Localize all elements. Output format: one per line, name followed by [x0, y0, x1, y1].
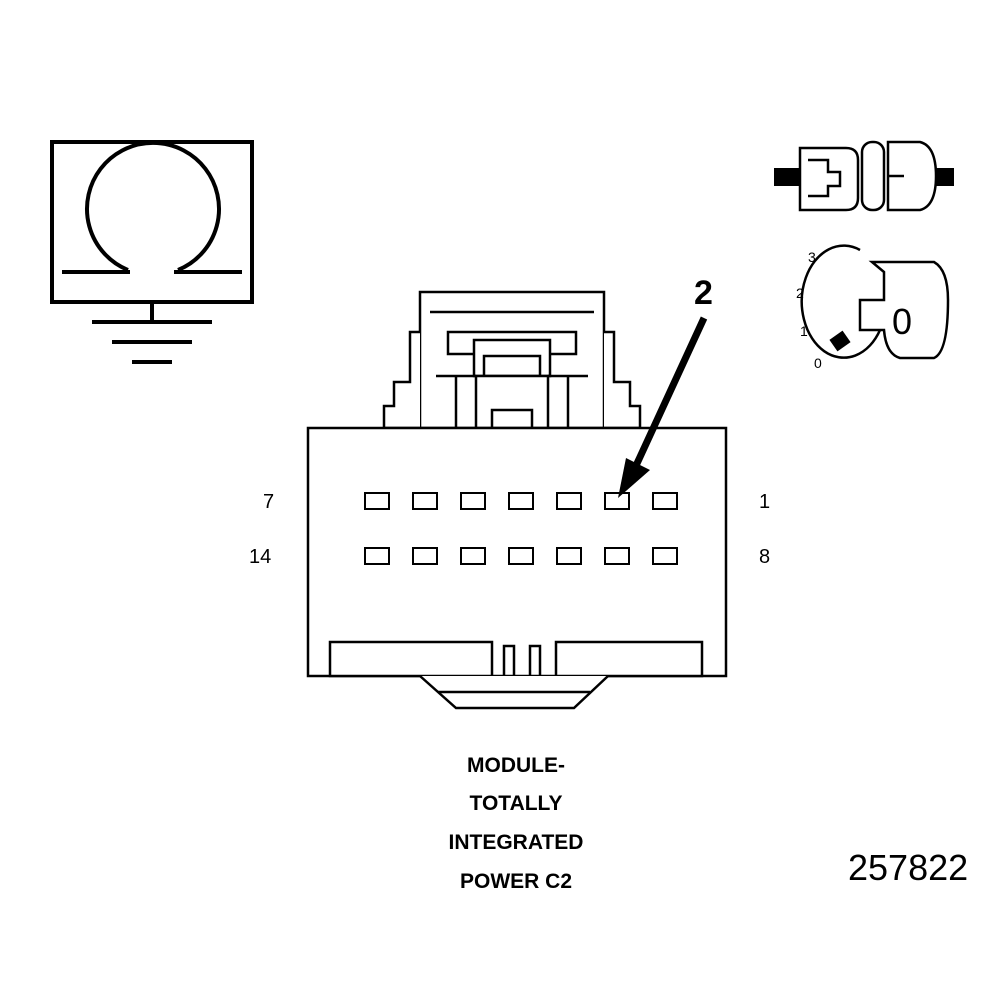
key-position-0: 0	[814, 355, 822, 371]
pin-cavity	[364, 492, 390, 510]
figure-code: 257822	[848, 847, 968, 888]
pin-cavity	[652, 547, 678, 565]
connector-disconnected-icon	[774, 140, 954, 212]
pin-cavity	[604, 547, 630, 565]
caption-line-4: POWER C2	[460, 870, 572, 893]
caption-line-2: TOTALLY	[470, 792, 563, 815]
pin-cavity	[556, 547, 582, 565]
key-position-3: 3	[808, 249, 816, 265]
row2-right-label: 8	[759, 546, 770, 568]
pin-grid	[364, 492, 678, 565]
pin-cavity	[460, 492, 486, 510]
key-position-1: 1	[800, 323, 808, 339]
ignition-key-icon: 3 2 1 0 0	[796, 244, 950, 371]
pin-cavity	[556, 492, 582, 510]
callout-label: 2	[694, 274, 713, 312]
callout-arrow	[618, 316, 708, 498]
pin-cavity	[508, 492, 534, 510]
pin-cavity	[412, 547, 438, 565]
pin-cavity	[364, 547, 390, 565]
caption-line-1: MODULE-	[467, 754, 565, 777]
key-position-2: 2	[796, 285, 804, 301]
ground-symbol-icon	[92, 302, 212, 364]
pin-cavity	[508, 547, 534, 565]
pin-cavity	[652, 492, 678, 510]
key-glyph: 0	[892, 301, 912, 342]
pin-cavity	[460, 547, 486, 565]
ohmmeter-icon	[50, 140, 254, 304]
row2-left-label: 14	[249, 546, 271, 568]
pin-cavity	[412, 492, 438, 510]
caption-line-3: INTEGRATED	[449, 831, 584, 854]
row1-left-label: 7	[263, 491, 274, 513]
pin-cavity	[604, 492, 630, 510]
row1-right-label: 1	[759, 491, 770, 513]
